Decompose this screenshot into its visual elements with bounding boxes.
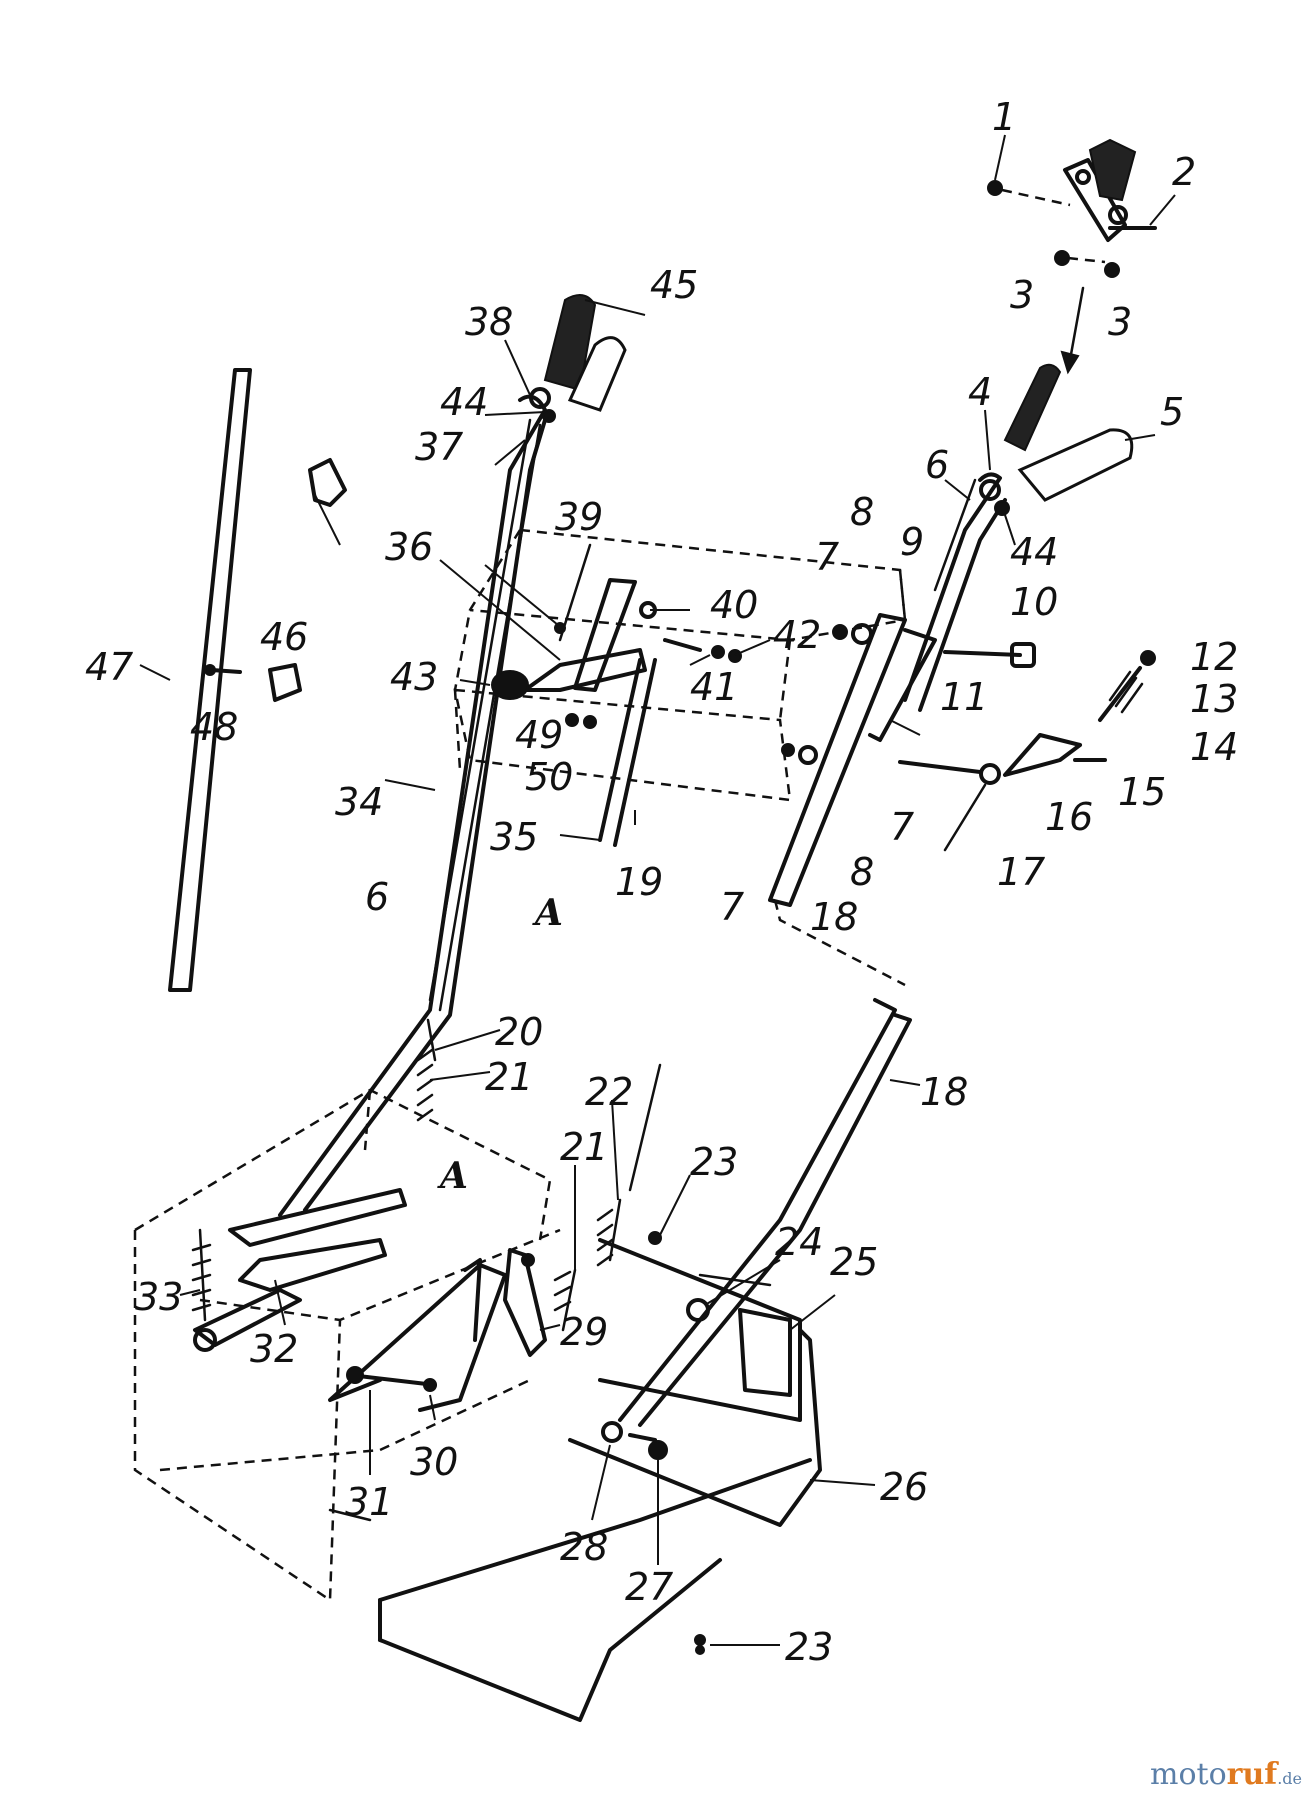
right-handle-assembly <box>903 138 1157 712</box>
callout-labels: 1 2 3 3 4 5 6 44 7 8 9 10 11 12 13 14 15… <box>85 95 1238 1669</box>
callout-4: 4 <box>968 370 992 414</box>
cable-springs <box>416 1018 662 1332</box>
callout-49: 49 <box>515 713 563 757</box>
side-panel <box>328 1231 822 1722</box>
callout-43: 43 <box>390 655 438 699</box>
callout-33: 33 <box>135 1275 183 1319</box>
callout-21b: 21 <box>560 1125 608 1169</box>
callout-18b: 18 <box>920 1070 968 1114</box>
callout-38: 38 <box>465 300 513 344</box>
callout-6b: 6 <box>365 875 389 919</box>
callout-24: 24 <box>775 1220 823 1264</box>
shift-lever <box>453 601 742 847</box>
callout-30: 30 <box>410 1440 458 1484</box>
bolt-spring-rod <box>898 642 1156 852</box>
callout-31: 31 <box>345 1480 393 1524</box>
callout-12: 12 <box>1190 635 1238 679</box>
leader-lines <box>139 134 1176 1646</box>
callout-7a: 7 <box>815 535 839 579</box>
callout-13: 13 <box>1190 677 1238 721</box>
callout-8b: 8 <box>850 850 874 894</box>
callout-23a: 23 <box>690 1140 738 1184</box>
callout-23b: 23 <box>785 1625 833 1669</box>
connector-a-bottom: A <box>437 1155 468 1197</box>
lower-housing <box>133 1088 561 1603</box>
callout-20: 20 <box>495 1010 543 1054</box>
callout-11: 11 <box>940 675 988 719</box>
callout-6a: 6 <box>925 443 949 487</box>
callout-3b: 3 <box>1108 300 1132 344</box>
callout-50: 50 <box>525 755 573 799</box>
lower-right-tube <box>618 899 912 1427</box>
callout-27: 27 <box>625 1565 673 1609</box>
rod-and-clip <box>168 368 347 992</box>
callout-36: 36 <box>385 525 433 569</box>
callout-16: 16 <box>1045 795 1093 839</box>
brand-tld: .de <box>1277 1769 1302 1788</box>
callout-37: 37 <box>415 425 463 469</box>
callout-39: 39 <box>555 495 603 539</box>
callout-8a: 8 <box>850 490 874 534</box>
brand-name-prefix: moto <box>1150 1757 1227 1792</box>
connector-a-top: A <box>532 892 563 934</box>
callout-14: 14 <box>1190 725 1238 769</box>
callout-44a: 44 <box>1010 530 1058 574</box>
callout-41: 41 <box>690 665 738 709</box>
callout-2: 2 <box>1172 150 1196 194</box>
callout-19: 19 <box>615 860 663 904</box>
callout-42: 42 <box>773 613 821 657</box>
bracket-bar <box>768 613 937 907</box>
callout-26: 26 <box>880 1465 928 1509</box>
callout-9: 9 <box>900 520 924 564</box>
callout-34: 34 <box>335 780 383 824</box>
brand-name-suffix: ruf <box>1226 1757 1278 1792</box>
brand-logo: motoruf.de <box>1150 1757 1302 1792</box>
callout-15: 15 <box>1118 770 1166 814</box>
callout-5: 5 <box>1160 390 1184 434</box>
callout-3a: 3 <box>1010 273 1034 317</box>
callout-25: 25 <box>830 1240 878 1284</box>
callout-18a: 18 <box>810 895 858 939</box>
callout-17: 17 <box>997 850 1045 894</box>
callout-45: 45 <box>650 263 698 307</box>
callout-40: 40 <box>710 583 758 627</box>
callout-48: 48 <box>190 705 238 749</box>
callout-29: 29 <box>560 1310 608 1354</box>
callout-35: 35 <box>490 815 538 859</box>
callout-44b: 44 <box>440 380 488 424</box>
callout-47: 47 <box>85 645 133 689</box>
callout-21a: 21 <box>485 1055 533 1099</box>
callout-10: 10 <box>1010 580 1058 624</box>
callout-28: 28 <box>560 1525 608 1569</box>
callout-22: 22 <box>585 1070 633 1114</box>
callout-7c: 7 <box>720 885 744 929</box>
callout-32: 32 <box>250 1327 298 1371</box>
callout-1: 1 <box>992 95 1016 139</box>
callout-46: 46 <box>260 615 308 659</box>
callout-7b: 7 <box>890 805 914 849</box>
left-handlebar <box>278 294 627 1217</box>
